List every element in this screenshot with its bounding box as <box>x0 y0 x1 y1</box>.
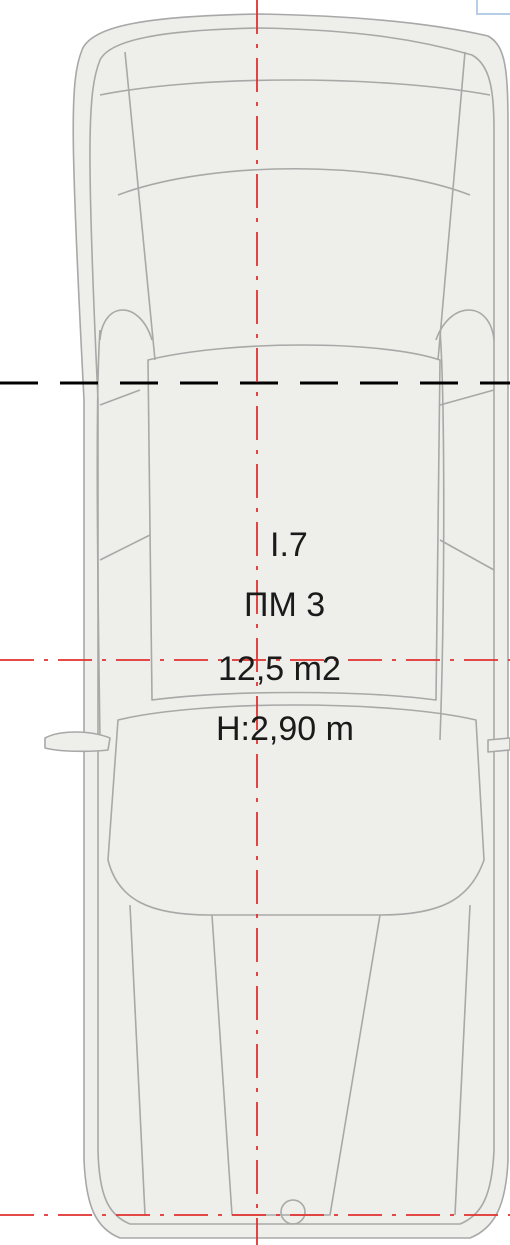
front-right-arch <box>435 309 495 341</box>
left-mirror <box>44 731 111 753</box>
room-height: H:2,90 m <box>216 710 354 748</box>
left-door-mid <box>99 534 151 561</box>
hood-crease-left <box>124 51 156 361</box>
fuel-cap <box>280 1199 306 1225</box>
right-door-line <box>439 329 445 741</box>
right-mirror <box>487 737 510 753</box>
front-bumper-line <box>99 79 491 96</box>
roof <box>107 704 485 916</box>
trunk-right-line <box>454 904 471 1216</box>
room-name: ПМ 3 <box>244 586 326 624</box>
front-left-arch <box>99 309 153 341</box>
right-door-edge <box>439 389 495 406</box>
hood-rear-line <box>117 167 471 196</box>
car-inner-outline <box>89 27 495 1225</box>
corner-mark <box>476 0 510 15</box>
trunk-left-line <box>129 904 146 1216</box>
right-door-mid <box>439 539 495 571</box>
room-area: 12,5 m2 <box>218 650 341 688</box>
room-code: I.7 <box>270 526 308 564</box>
left-door-line <box>96 329 101 741</box>
hood-crease-right <box>437 51 466 361</box>
windshield <box>147 344 441 701</box>
car-body <box>72 13 509 1239</box>
car-top-view-icon <box>44 13 510 1239</box>
left-door-edge <box>99 389 141 406</box>
